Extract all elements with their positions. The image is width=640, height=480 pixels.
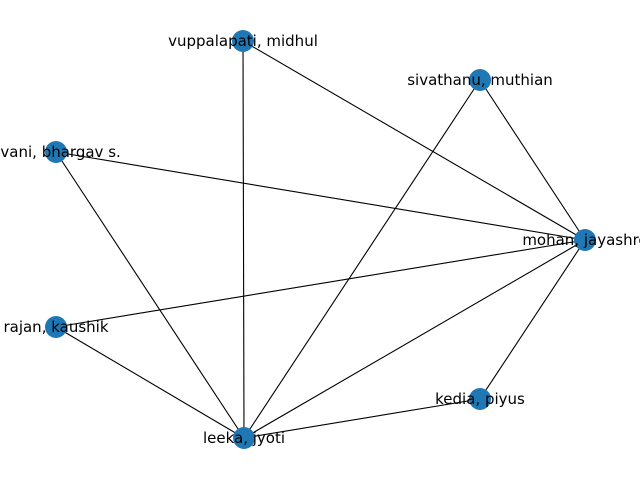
edge-sivathanu-jyoti bbox=[243, 79, 481, 439]
edge-bhargav-jayashree bbox=[55, 151, 586, 241]
edge-jayashree-piyus bbox=[479, 239, 586, 400]
node-bhargav bbox=[45, 141, 67, 163]
node-label-jayashree: mohan, jayashre bbox=[522, 231, 640, 249]
node-kaushik bbox=[45, 316, 67, 338]
node-sivathanu bbox=[469, 69, 491, 91]
edge-kaushik-jayashree bbox=[55, 239, 586, 328]
node-label-piyus: kedia, piyus bbox=[435, 390, 525, 408]
edge-sivathanu-jayashree bbox=[479, 79, 586, 241]
node-jyoti bbox=[233, 427, 255, 449]
node-jayashree bbox=[574, 229, 596, 251]
node-piyus bbox=[469, 388, 491, 410]
edge-bhargav-jyoti bbox=[55, 151, 245, 439]
node-label-sivathanu: sivathanu, muthian bbox=[407, 71, 553, 89]
node-label-jyoti: leeka, jyoti bbox=[203, 429, 285, 447]
edge-vuppalapati-jayashree bbox=[242, 40, 586, 241]
label-layer: vuppalapati, midhul sivathanu, muthian ava… bbox=[0, 32, 640, 447]
edge-piyus-jyoti bbox=[243, 398, 481, 439]
edge-jayashree-jyoti bbox=[243, 239, 586, 439]
node-label-vuppalapati: vuppalapati, midhul bbox=[168, 32, 318, 50]
node-label-kaushik: rajan, kaushik bbox=[3, 318, 108, 336]
node-layer bbox=[45, 30, 596, 449]
edge-vuppalapati-jyoti bbox=[242, 40, 245, 439]
node-label-bhargav: avani, bhargav s. bbox=[0, 143, 121, 161]
edge-layer bbox=[55, 40, 586, 439]
node-vuppalapati bbox=[232, 30, 254, 52]
edge-kaushik-jyoti bbox=[55, 326, 245, 439]
